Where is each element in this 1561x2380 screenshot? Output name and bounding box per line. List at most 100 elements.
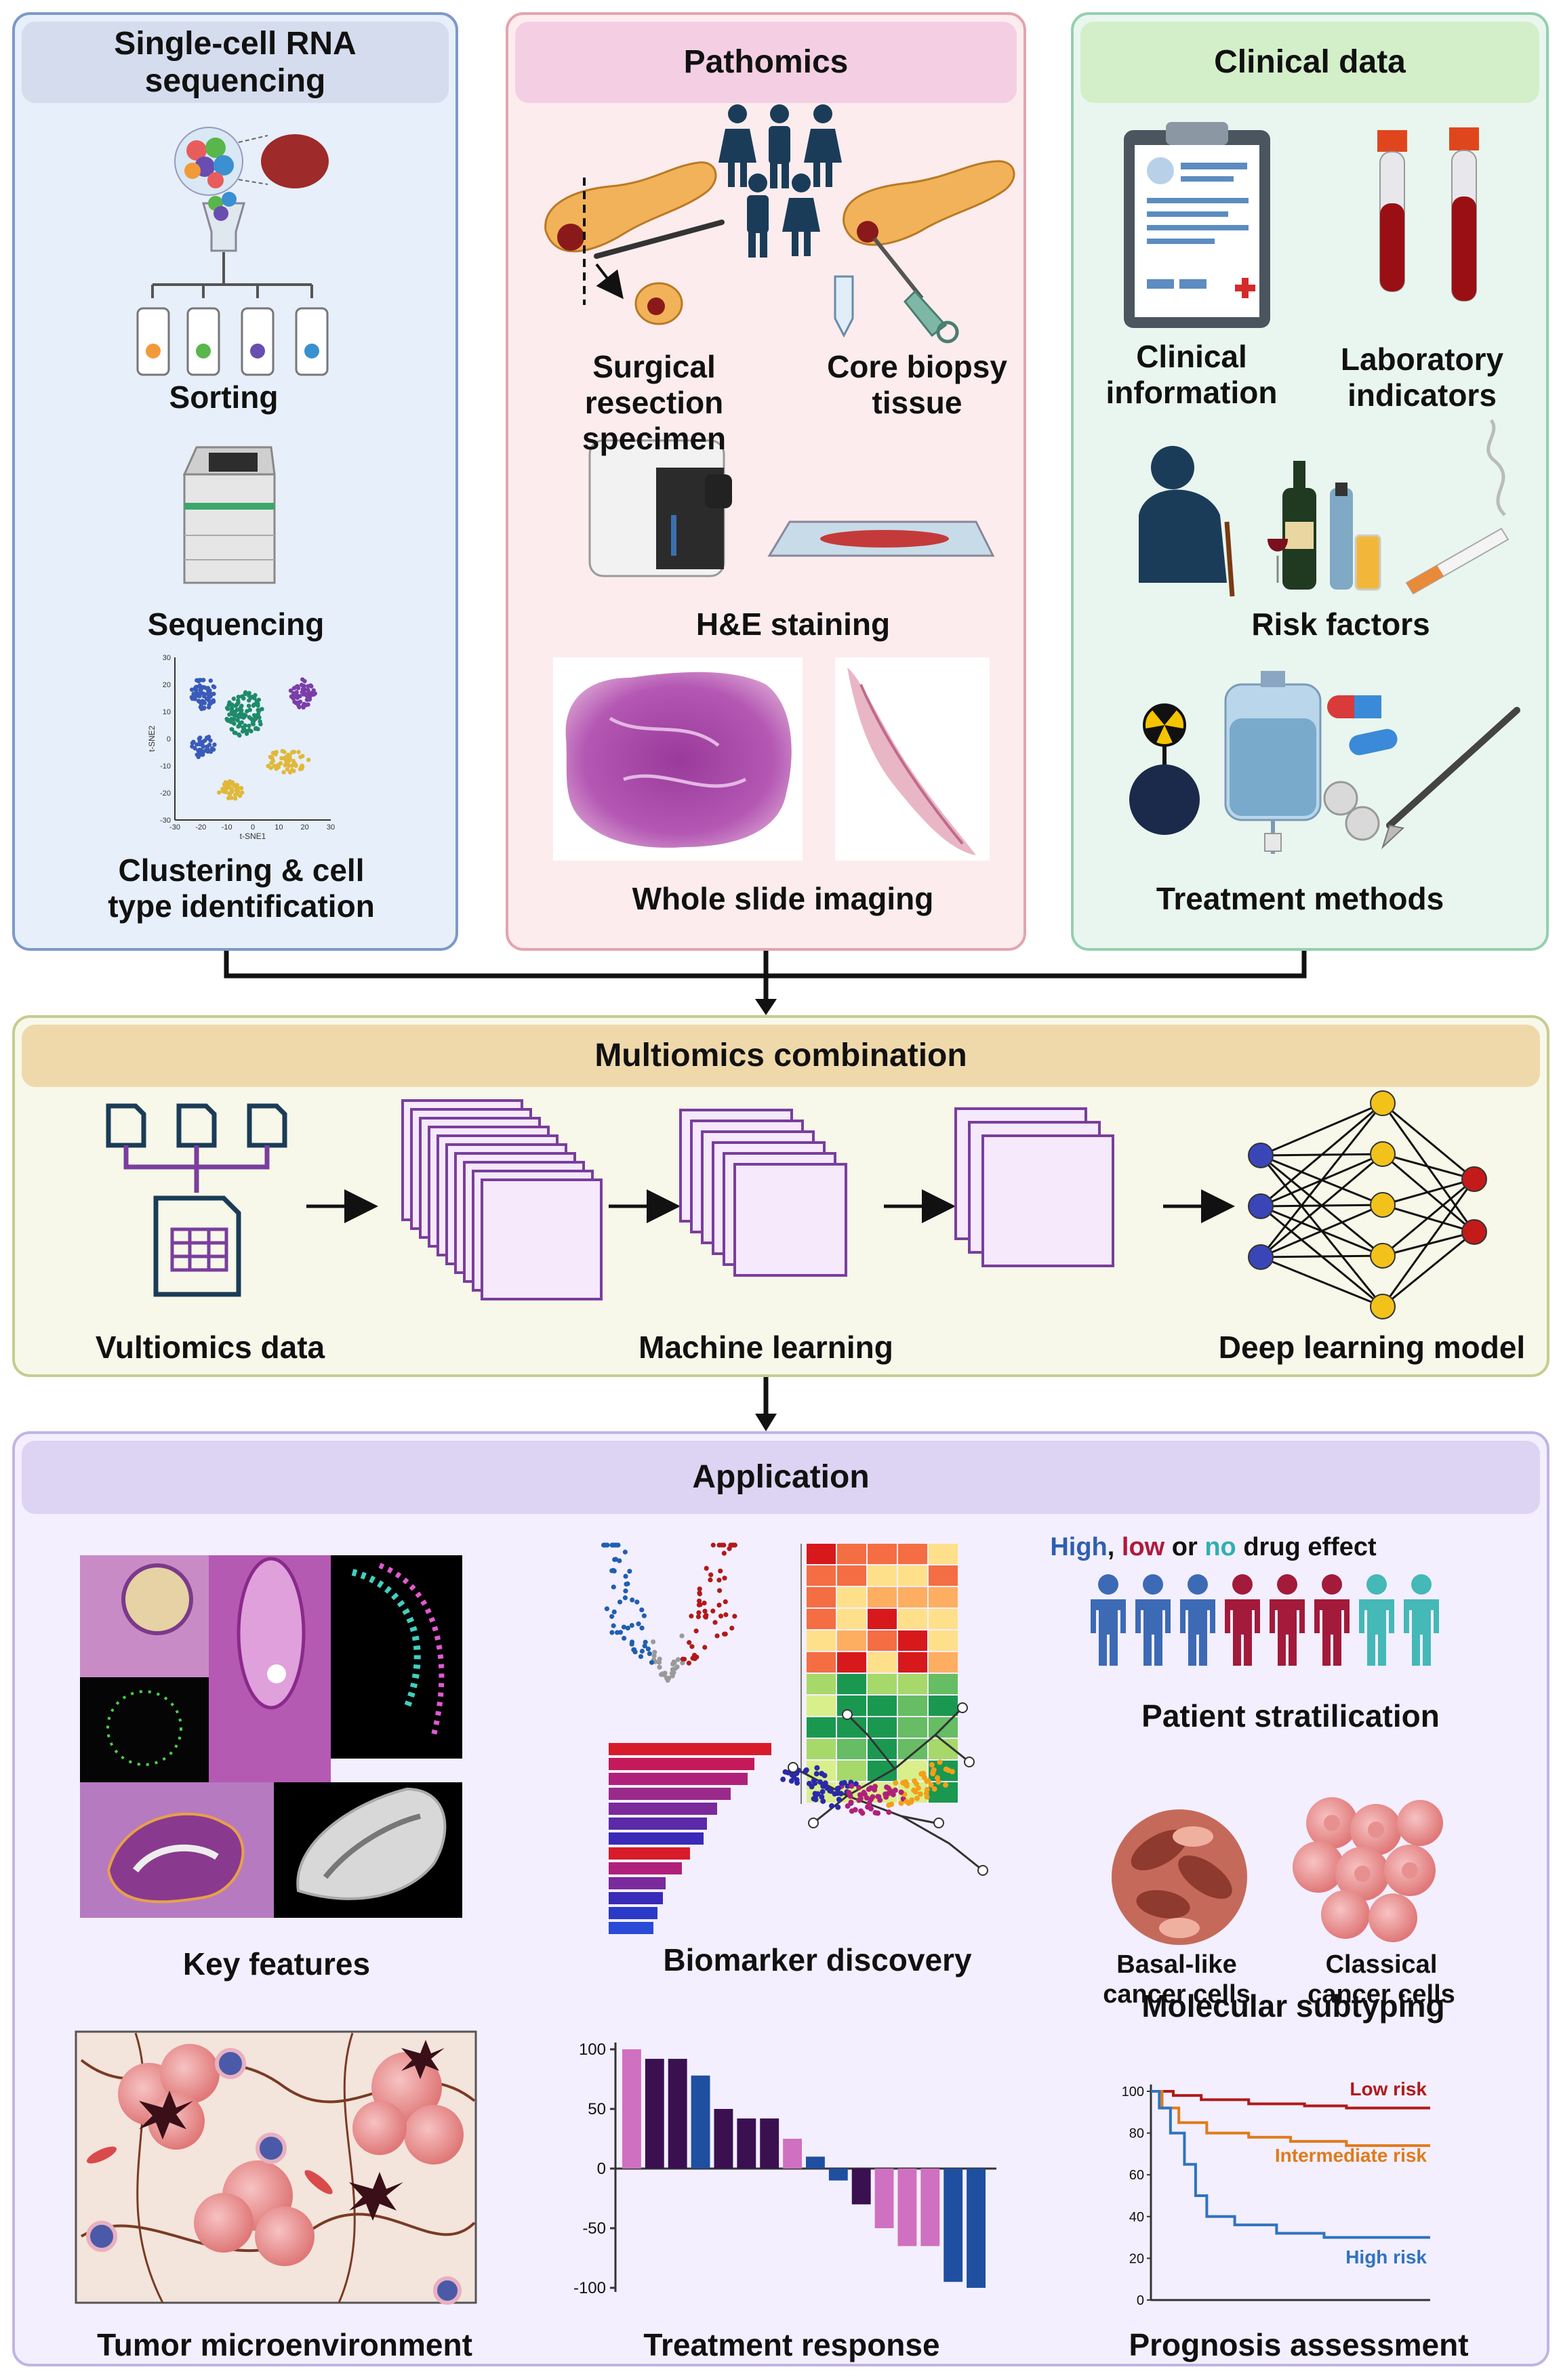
tsne-point — [229, 706, 235, 711]
patient-head — [1411, 1574, 1432, 1595]
volcano-point — [639, 1625, 645, 1630]
heatmap-cell — [807, 1587, 836, 1607]
radiation-icon — [1129, 703, 1200, 835]
nn-edge — [1259, 1103, 1384, 1258]
trajectory-cell — [819, 1788, 826, 1794]
feature-bar — [609, 1773, 748, 1785]
drug-high: High — [1050, 1533, 1108, 1561]
volcano-point — [723, 1612, 729, 1618]
waterfall-bar — [897, 2169, 917, 2246]
volcano-point — [621, 1624, 627, 1630]
heatmap-cell — [868, 1652, 897, 1673]
clinical-title: Clinical data — [1080, 22, 1539, 103]
heatmap-cell — [898, 1630, 927, 1651]
nn-edge — [1382, 1178, 1475, 1206]
patients-group-icon — [718, 104, 842, 258]
nn-edge — [1260, 1256, 1383, 1308]
risk-factors-label: Risk factors — [1251, 607, 1430, 642]
trajectory-branch — [901, 1815, 984, 1872]
volcano-point — [622, 1635, 627, 1641]
tsne-point — [290, 750, 295, 755]
vultiomics-data-icon — [106, 1103, 287, 1297]
tsne-point — [246, 703, 251, 708]
heatmap-cell — [868, 1565, 897, 1586]
trajectory-cell — [921, 1774, 927, 1780]
km-curve — [1151, 2090, 1430, 2148]
tsne-point — [288, 688, 293, 693]
patient-head — [1098, 1574, 1118, 1595]
tsne-point — [269, 754, 275, 760]
trajectory-cell — [914, 1781, 920, 1787]
volcano-point — [692, 1656, 697, 1662]
volcano-point — [632, 1649, 638, 1655]
nn-edge — [1260, 1204, 1383, 1258]
heatmap-cell — [807, 1652, 836, 1673]
sorting-tubes — [136, 307, 329, 376]
trajectory-cell — [892, 1787, 898, 1793]
heatmap-cell — [837, 1739, 866, 1759]
trajectory-cell — [868, 1806, 874, 1812]
volcano-point — [622, 1549, 628, 1555]
tsne-point — [260, 707, 264, 712]
volcano-point — [721, 1551, 727, 1556]
tsne-point — [309, 684, 314, 689]
volcano-point — [647, 1651, 652, 1656]
trajectory-cell — [838, 1790, 844, 1797]
heatmap-cell — [898, 1652, 927, 1673]
km-tick-label: 40 — [1129, 2210, 1144, 2225]
tsne-point — [270, 750, 276, 756]
tsne-point — [247, 723, 251, 729]
scalpel-icon — [1381, 707, 1520, 850]
volcano-point — [689, 1614, 694, 1619]
km-tick-label: 80 — [1129, 2127, 1144, 2141]
trajectory-cell — [811, 1778, 817, 1784]
cell-cluster-icon — [174, 127, 329, 252]
tsne-point — [291, 758, 296, 763]
volcano-point — [674, 1664, 680, 1670]
trajectory-cell — [828, 1788, 834, 1794]
tsne-point — [283, 763, 287, 768]
tumor-microenvironment-image — [75, 2030, 477, 2305]
trajectory-cell — [853, 1781, 859, 1787]
he-label: H&E staining — [695, 607, 891, 642]
waterfall-tick-label: 0 — [597, 2160, 606, 2178]
volcano-point — [723, 1599, 728, 1605]
volcano-point — [696, 1610, 702, 1616]
nn-edge — [1382, 1178, 1475, 1257]
tsne-point — [201, 685, 207, 690]
elderly-person-icon — [1139, 446, 1235, 597]
volcano-point — [732, 1614, 737, 1619]
tsne-point — [306, 702, 310, 707]
core-label: Core biopsy tissue — [827, 349, 1007, 420]
tsne-point — [236, 695, 241, 699]
feature-bar — [609, 1743, 771, 1755]
waterfall-bar — [828, 2169, 848, 2181]
volcano-point — [704, 1565, 709, 1571]
tsne-x-tick: 0 — [251, 823, 255, 832]
tsne-x-tick: -30 — [169, 823, 180, 832]
trajectory-cell — [828, 1803, 834, 1809]
heatmap-cell — [898, 1587, 927, 1607]
trajectory-node — [933, 1818, 944, 1828]
tsne-point — [198, 678, 203, 682]
trajectory-cell — [903, 1779, 909, 1785]
patient-head — [1143, 1574, 1163, 1595]
pancreas-biopsy-icon — [834, 160, 1015, 344]
trajectory-cell — [864, 1795, 870, 1801]
application-title: Application — [22, 1441, 1540, 1514]
heatmap-cell — [837, 1544, 866, 1564]
trajectory-cell — [836, 1785, 842, 1791]
waterfall-bar — [714, 2109, 733, 2169]
volcano-point — [708, 1577, 713, 1582]
tsne-point — [239, 703, 244, 708]
volcano-point — [641, 1613, 647, 1618]
trajectory-cell — [845, 1783, 851, 1789]
heatmap-cell — [898, 1739, 927, 1759]
waterfall-bar — [668, 2059, 687, 2169]
trajectory-cell — [924, 1786, 930, 1792]
trajectory-cell — [868, 1797, 874, 1803]
classical-label: Classical cancer cells — [1307, 1950, 1455, 2009]
tsne-point — [197, 736, 202, 741]
tsne-point — [291, 686, 297, 691]
